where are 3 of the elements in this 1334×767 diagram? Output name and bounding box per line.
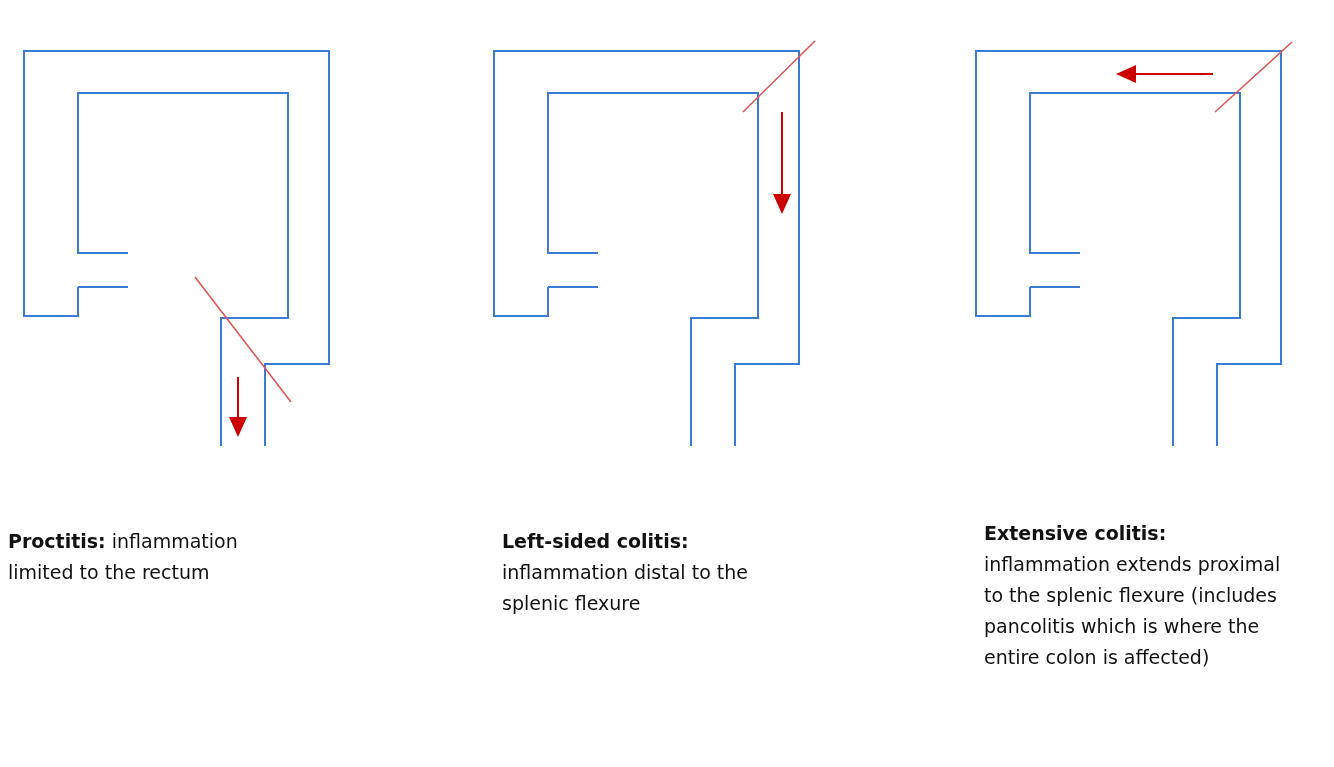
caption-text: Proctitis: inflammation limited to the rectum — [8, 529, 239, 585]
caption-text: Extensive colitis: inflammation extends proximal to the splenic flexure (includes pancolitis which is where the entire colon is affected) — [984, 521, 1282, 670]
caption-text: Left-sided colitis: inflammation distal to the splenic flexure — [502, 529, 749, 616]
